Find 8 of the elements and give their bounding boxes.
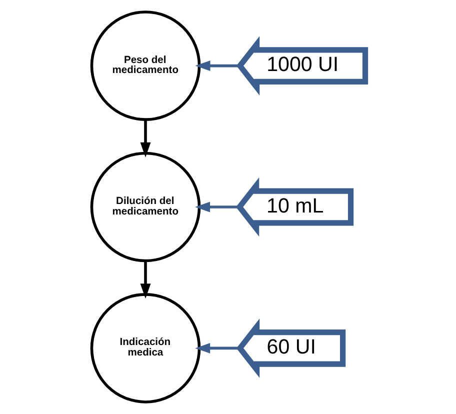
- node-circle: Indicación medica: [90, 293, 200, 404]
- node-circle: Dilución del medicamento: [90, 152, 200, 262]
- arrow: [140, 261, 150, 299]
- arrow: [140, 120, 150, 158]
- arrow: [194, 60, 240, 72]
- arrow: [194, 202, 239, 212]
- arrow: [194, 342, 240, 354]
- node-circle: Peso del medicamento: [90, 10, 200, 121]
